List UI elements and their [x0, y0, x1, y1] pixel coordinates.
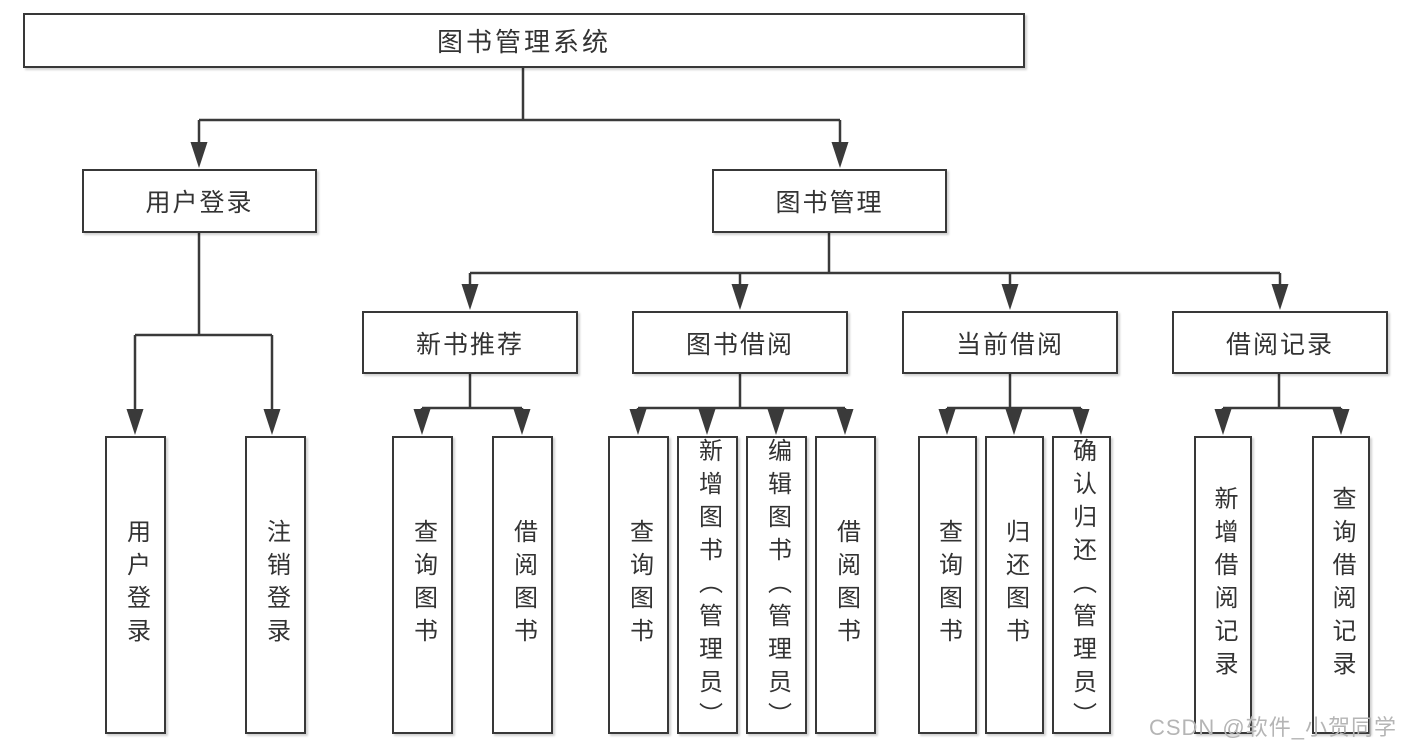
leaf-borrow-books-recommend: 借阅图书: [492, 436, 553, 734]
leaf-logout: 注销登录: [245, 436, 306, 734]
leaf-query-borrow-record: 查询借阅记录: [1312, 436, 1370, 734]
connector-book-borrow-children: [629, 374, 854, 435]
node-user-login: 用户登录: [82, 169, 317, 233]
node-book-management: 图书管理: [712, 169, 947, 233]
node-new-book-recommend: 新书推荐: [362, 311, 578, 374]
leaf-add-books-admin: 新增图书（管理员）: [677, 436, 738, 735]
connector-current-borrow-children: [938, 374, 1090, 435]
connector-new-book-children: [413, 374, 531, 435]
connector-user-login-children: [126, 233, 281, 435]
leaf-query-books-recommend: 查询图书: [392, 436, 453, 734]
leaf-add-borrow-record: 新增借阅记录: [1194, 436, 1252, 734]
connector-borrow-record-children: [1214, 374, 1350, 435]
leaf-user-login: 用户登录: [105, 436, 166, 734]
node-borrow-records: 借阅记录: [1172, 311, 1388, 374]
connector-book-management-children: [461, 233, 1289, 310]
node-root-library-management-system: 图书管理系统: [23, 13, 1025, 68]
leaf-return-books: 归还图书: [985, 436, 1044, 734]
node-current-borrow: 当前借阅: [902, 311, 1118, 374]
leaf-query-books-borrow: 查询图书: [608, 436, 669, 734]
node-book-borrow: 图书借阅: [632, 311, 848, 374]
connector-root-to-level2: [190, 68, 849, 168]
csdn-watermark: CSDN @软件_小贺同学: [1148, 715, 1397, 740]
leaf-query-books-current: 查询图书: [918, 436, 977, 734]
leaf-borrow-books: 借阅图书: [815, 436, 876, 734]
leaf-confirm-return-admin: 确认归还（管理员）: [1052, 436, 1111, 735]
leaf-edit-books-admin: 编辑图书（管理员）: [746, 436, 807, 735]
